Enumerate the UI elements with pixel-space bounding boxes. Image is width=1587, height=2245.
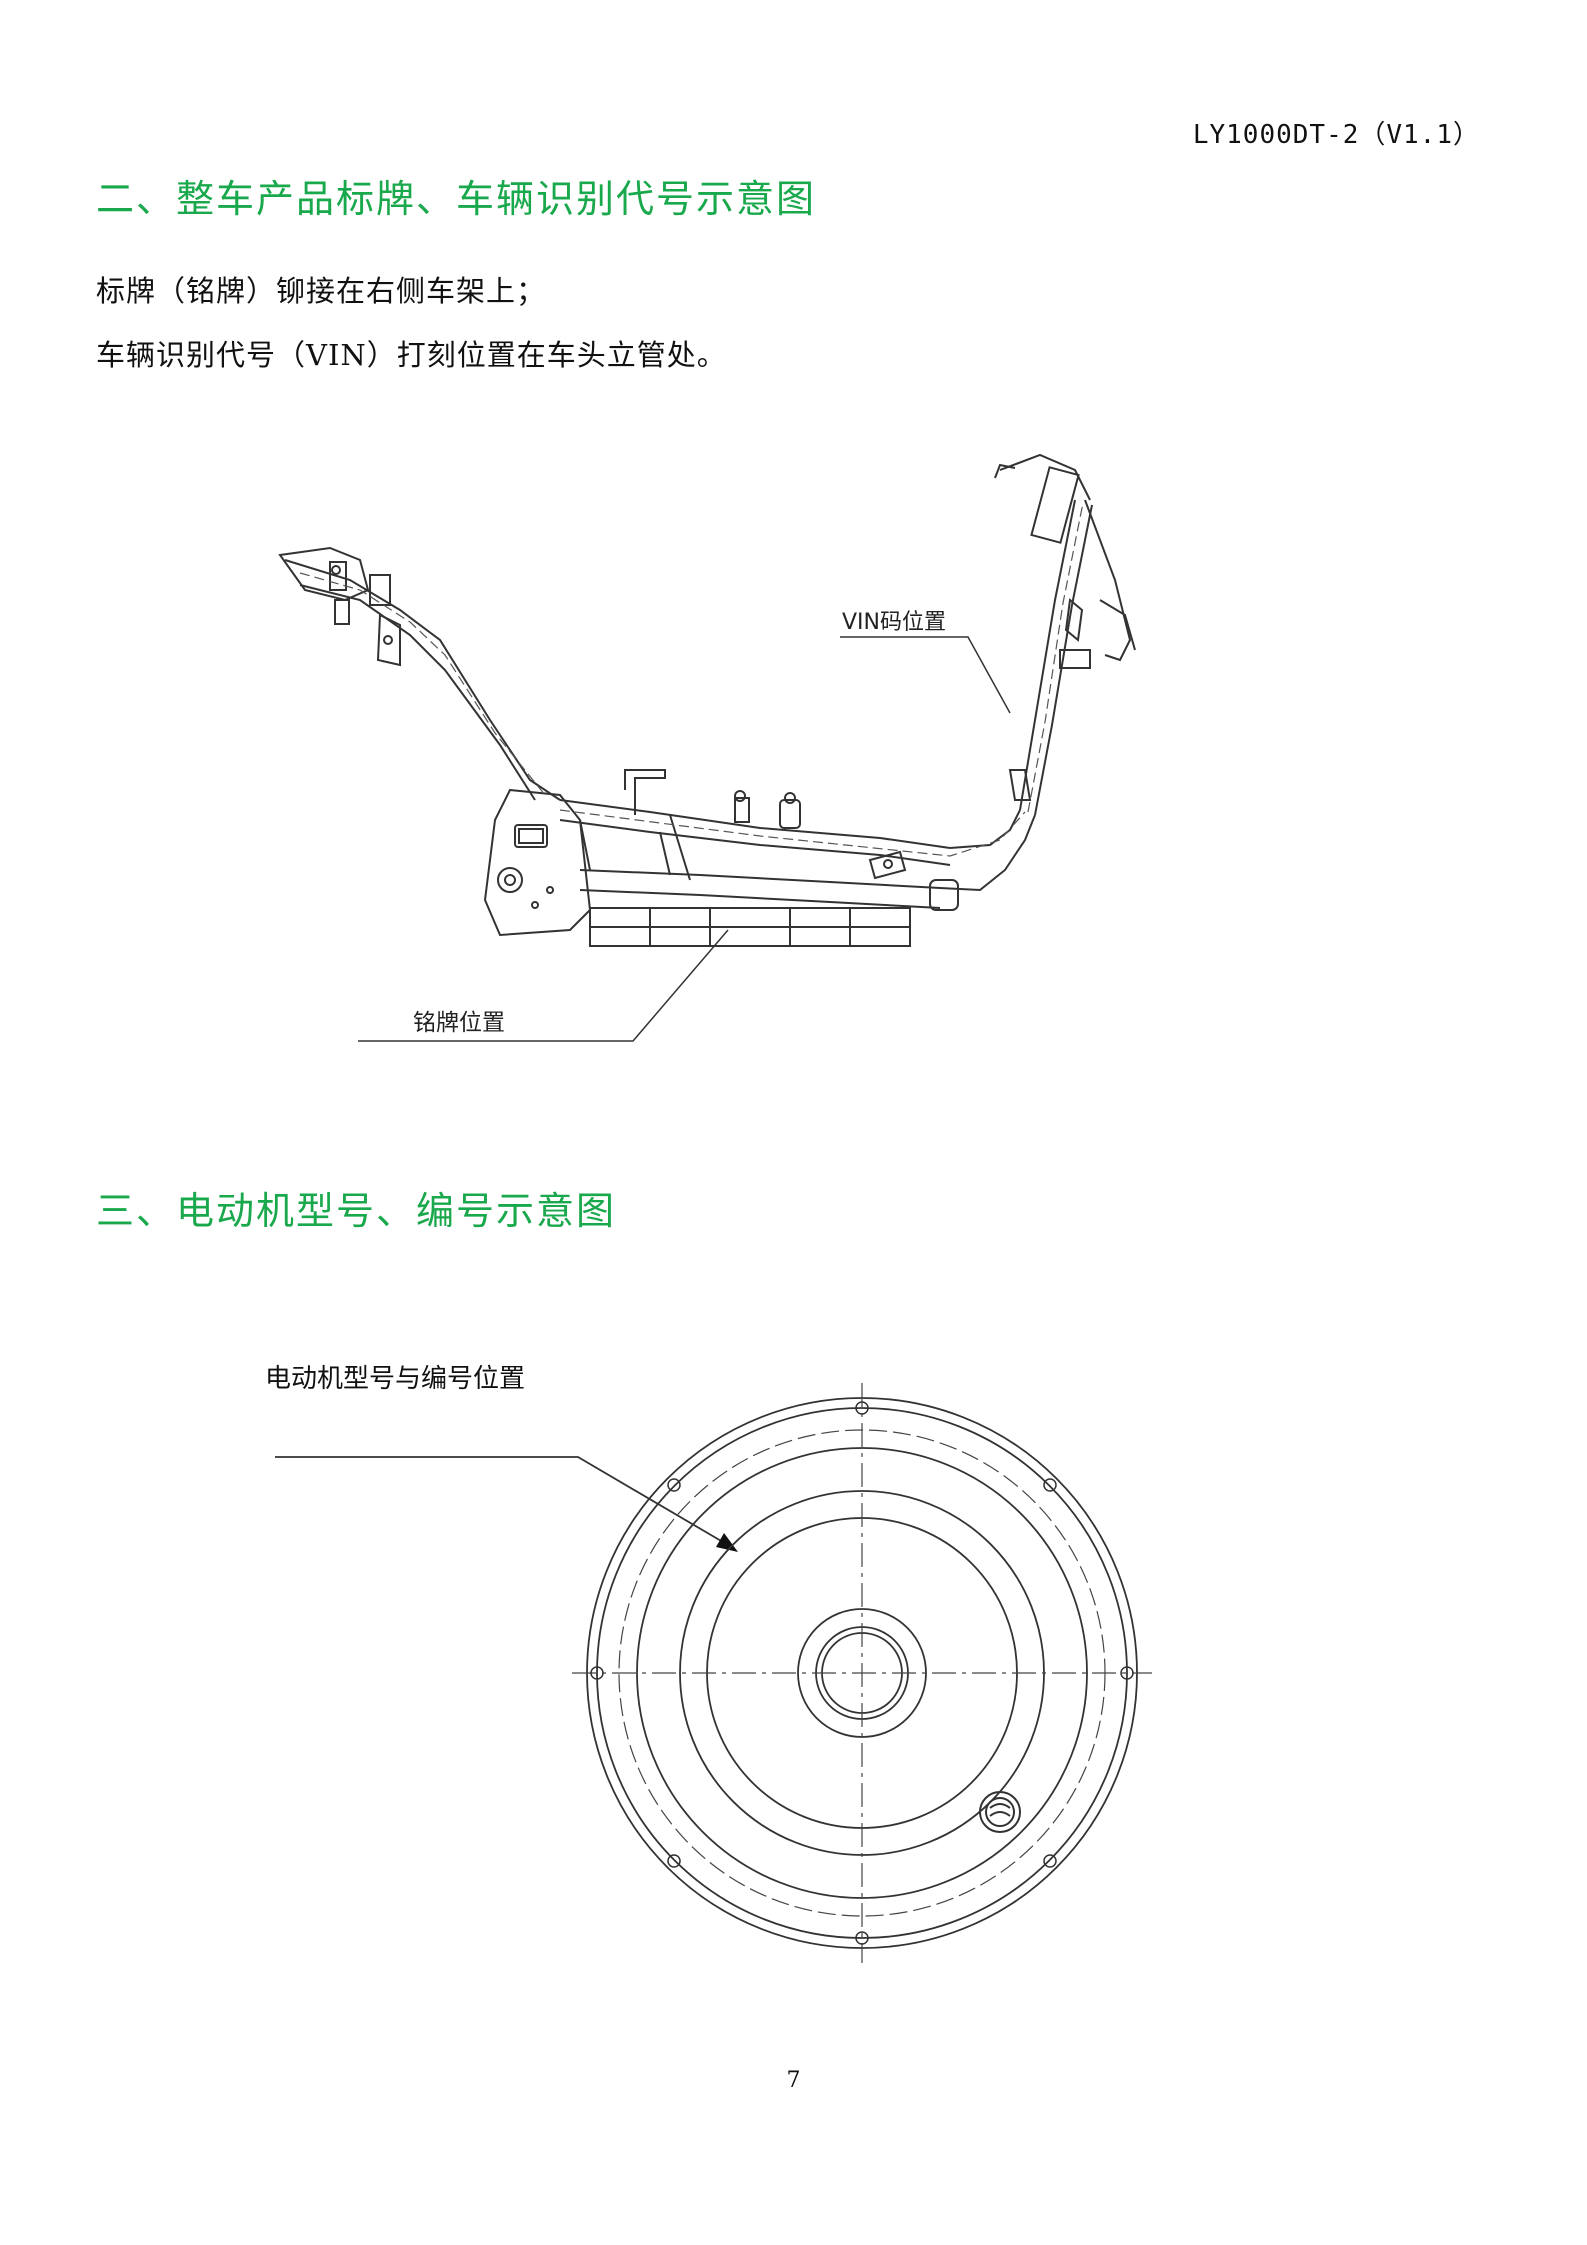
- vin-location-label: VIN码位置: [842, 610, 946, 635]
- document-id: LY1000DT-2（V1.1）: [1192, 120, 1480, 150]
- vin-paragraph: 车辆识别代号（VIN）打刻位置在车头立管处。: [96, 338, 727, 372]
- section-3-heading: 三、电动机型号、编号示意图: [96, 1189, 617, 1233]
- logo-emblem-icon: [979, 1791, 1021, 1833]
- page-number: 7: [786, 2068, 801, 2093]
- section-2-heading: 二、整车产品标牌、车辆识别代号示意图: [96, 177, 817, 221]
- nameplate-paragraph: 标牌（铭牌）铆接在右侧车架上；: [96, 274, 547, 308]
- vehicle-frame-drawing: VIN码位置 铭牌位置: [278, 453, 1136, 1042]
- arrow-head-icon: [716, 1533, 738, 1552]
- motor-label: 电动机型号与编号位置: [265, 1364, 525, 1394]
- nameplate-location-label: 铭牌位置: [413, 1010, 505, 1036]
